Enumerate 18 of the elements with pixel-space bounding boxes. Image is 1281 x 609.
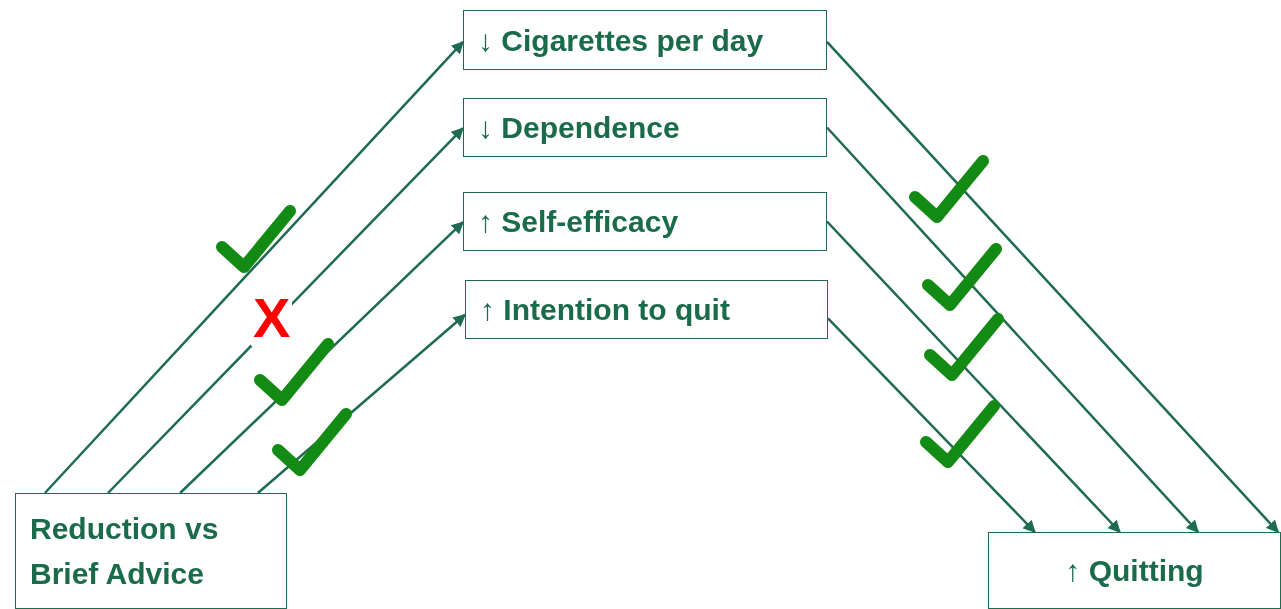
arrow xyxy=(826,126,1199,533)
node-label: ↓ Cigarettes per day xyxy=(478,22,764,59)
box xyxy=(15,493,287,609)
arrow xyxy=(826,220,1121,533)
node-label: ↑ Self-efficacy xyxy=(478,204,679,240)
box xyxy=(463,10,827,70)
box xyxy=(988,532,1281,609)
arrow xyxy=(107,127,464,494)
box xyxy=(463,98,827,157)
arrow xyxy=(827,317,1036,533)
node-label: ↑ Intention to quit xyxy=(480,292,730,328)
arrow xyxy=(44,40,464,494)
node-label: ↑ Quitting xyxy=(1065,553,1204,589)
arrow xyxy=(826,40,1279,533)
node-label: Reduction vs Brief Advice xyxy=(30,511,220,592)
box xyxy=(463,192,827,251)
box xyxy=(465,280,828,339)
node-label: ↓ Dependence xyxy=(478,110,680,146)
